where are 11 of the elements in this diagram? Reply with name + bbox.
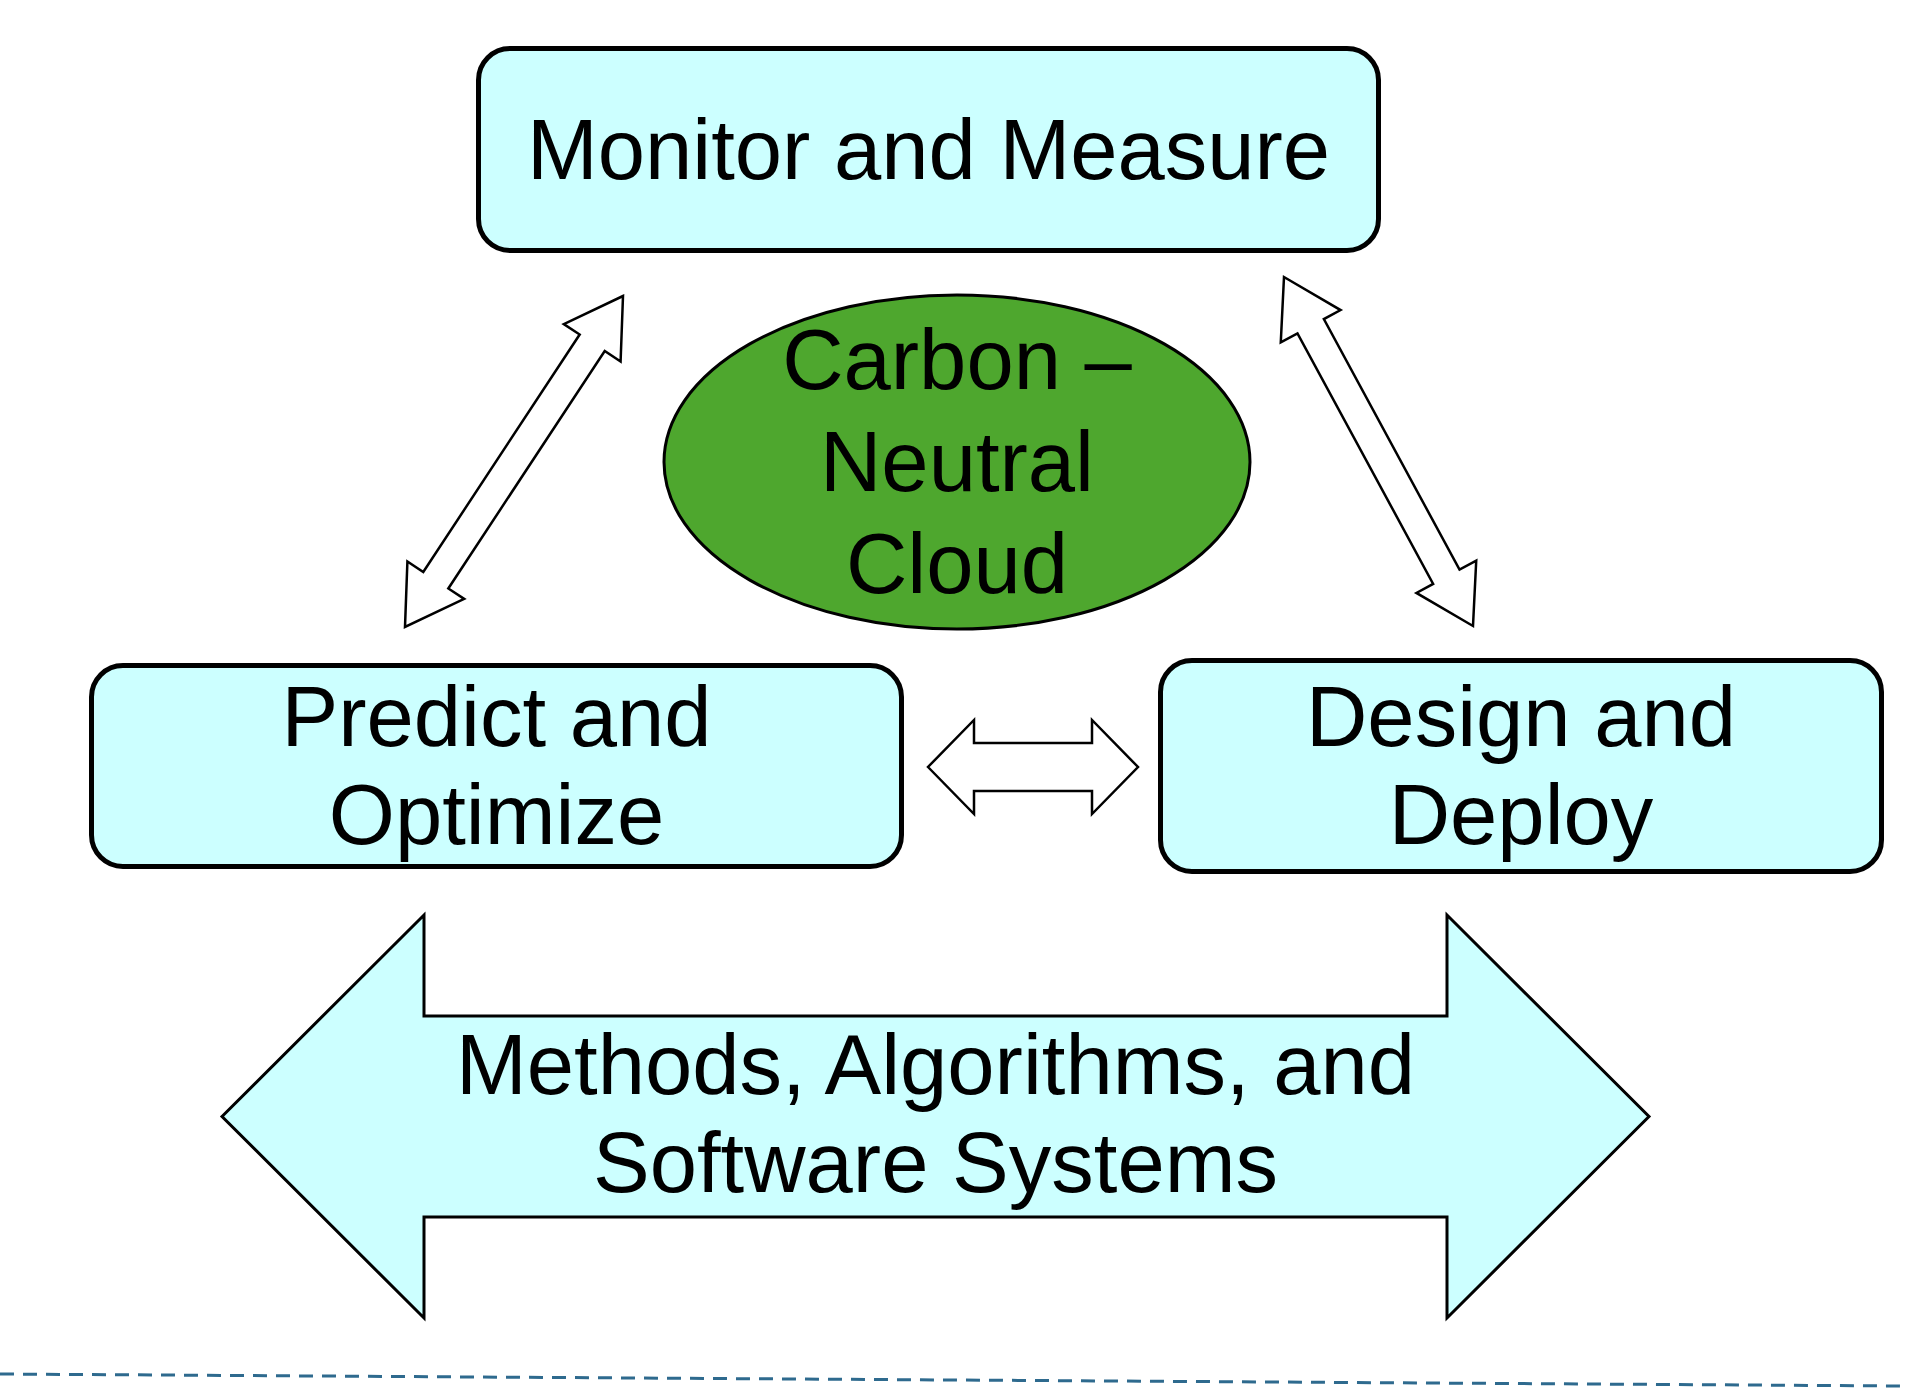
node-label: Carbon – Neutral Cloud <box>781 311 1133 613</box>
node-label: Predict and Optimize <box>280 668 713 864</box>
node-label: Monitor and Measure <box>526 100 1331 199</box>
ellipse-node <box>662 293 1252 631</box>
node-label: Design and Deploy <box>1305 668 1737 864</box>
double-block-arrow <box>926 716 1140 818</box>
rounded-box <box>89 663 904 869</box>
double-block-arrow <box>1279 274 1478 629</box>
rounded-box <box>476 46 1381 253</box>
double-block-arrow <box>403 294 625 629</box>
rounded-box <box>1158 658 1884 874</box>
